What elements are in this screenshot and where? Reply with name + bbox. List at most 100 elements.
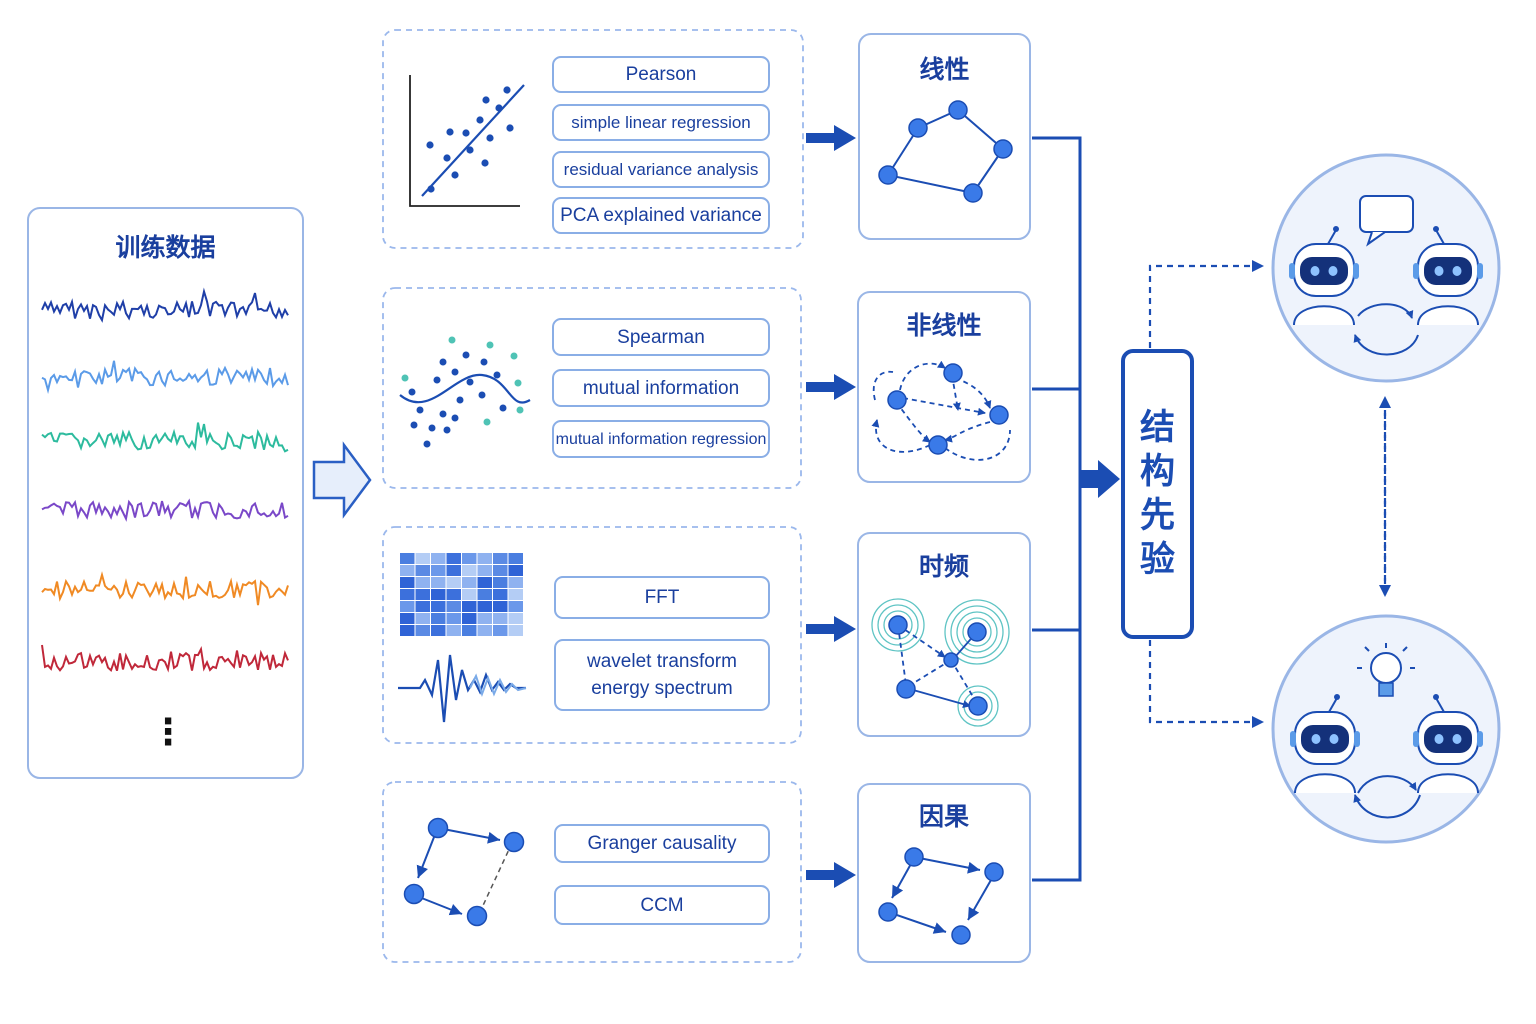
robot-antenna <box>1433 694 1439 700</box>
heatmap-cell <box>493 589 508 600</box>
robot-visor <box>1424 257 1472 285</box>
robot-agent-icon <box>1413 226 1483 326</box>
linear-graph-icon <box>878 100 1013 203</box>
training-series-1 <box>41 287 289 323</box>
heatmap-cell <box>415 625 430 636</box>
heatmap-cell <box>493 613 508 624</box>
nonlinear-scatter-icon <box>399 336 531 448</box>
method-wavelet: wavelet transform <box>587 651 737 672</box>
method-pca: PCA explained variance <box>552 197 770 234</box>
heatmap-cell <box>493 553 508 564</box>
heatmap-cell <box>477 613 492 624</box>
method-residual-variance: residual variance analysis <box>552 151 770 188</box>
lightbulb-icon <box>1357 643 1415 697</box>
heatmap-cell <box>462 553 477 564</box>
robot-antenna <box>1433 226 1439 232</box>
robot-eye <box>1452 734 1462 744</box>
robot-ear <box>1354 731 1360 747</box>
category-box-linear <box>858 33 1031 240</box>
heatmap-cell <box>431 625 446 636</box>
robot-ear <box>1413 263 1419 279</box>
robot-agent-icon <box>1290 694 1360 794</box>
heatmap-cell <box>431 589 446 600</box>
robot-ear <box>1290 731 1296 747</box>
causal-category-graph-icon <box>878 847 1004 945</box>
speech-bubble-icon <box>1359 195 1414 233</box>
heatmap-cell <box>493 601 508 612</box>
robot-ear <box>1353 263 1359 279</box>
robot-part <box>1435 697 1445 713</box>
input-arrow <box>312 441 372 519</box>
robot-body <box>1293 305 1355 326</box>
heatmap-cell <box>462 565 477 576</box>
robot-agent-icon <box>1289 226 1359 326</box>
method-wavelet-box: wavelet transform energy spectrum <box>554 639 770 711</box>
heatmap-cell <box>446 613 461 624</box>
heatmap-cell <box>508 625 523 636</box>
agent-circle-top <box>1271 153 1501 383</box>
method-fft: FFT <box>554 576 770 619</box>
nonlinear-graph-icon <box>871 360 1011 461</box>
robot-eye <box>1434 266 1444 276</box>
heatmap-cell <box>477 601 492 612</box>
prior-char-1: 结 <box>1139 408 1175 448</box>
robot-eye <box>1329 734 1339 744</box>
method-pearson: Pearson <box>552 56 770 93</box>
robot-agent-icon <box>1413 694 1483 794</box>
training-series-group <box>41 287 289 673</box>
robot-eye <box>1311 734 1321 744</box>
prior-to-agents-dashed-arrows <box>1148 260 1391 728</box>
prior-char-2: 构 <box>1139 452 1175 492</box>
robot-ear <box>1477 263 1483 279</box>
heatmap-cell <box>462 589 477 600</box>
training-series-4 <box>41 498 289 522</box>
heatmap-cell <box>446 565 461 576</box>
category-title-timefreq: 时频 <box>918 552 969 581</box>
heatmap-cell <box>400 613 415 624</box>
training-series-2 <box>41 360 289 395</box>
robot-eye <box>1328 266 1338 276</box>
training-data-panel <box>27 207 304 779</box>
heatmap-cell <box>477 589 492 600</box>
heatmap-cell <box>446 625 461 636</box>
heatmap-cell <box>431 613 446 624</box>
category-title-causal: 因果 <box>918 802 969 831</box>
spectrogram-heatmap-icon <box>400 553 523 636</box>
heatmap-cell <box>415 613 430 624</box>
robot-antenna <box>1333 226 1339 232</box>
heatmap-cell <box>462 601 477 612</box>
heatmap-cell <box>508 553 523 564</box>
training-data-title: 训练数据 <box>115 233 216 262</box>
heatmap-cell <box>508 601 523 612</box>
prior-char-4: 验 <box>1139 540 1175 580</box>
wavelet-signal-icon <box>398 654 526 723</box>
series-ellipsis: ⋮ <box>150 712 186 753</box>
robot-part <box>1327 229 1337 245</box>
heatmap-cell <box>415 589 430 600</box>
heatmap-cell <box>446 577 461 588</box>
robot-visor <box>1301 725 1349 753</box>
heatmap-cell <box>415 577 430 588</box>
category-title-nonlinear: 非线性 <box>906 311 982 340</box>
training-series-5 <box>41 571 289 606</box>
heatmap-cell <box>493 625 508 636</box>
heatmap-cell <box>415 601 430 612</box>
heatmap-cell <box>477 565 492 576</box>
robot-body <box>1417 773 1479 794</box>
robot-eye <box>1434 734 1444 744</box>
heatmap-cell <box>462 613 477 624</box>
scatter-plot-icon <box>409 75 525 207</box>
heatmap-cell <box>508 613 523 624</box>
training-series-6 <box>41 644 289 673</box>
heatmap-cell <box>400 601 415 612</box>
heatmap-cell <box>431 601 446 612</box>
timefreq-graph-icon <box>871 598 1010 727</box>
method-energy-spectrum: energy spectrum <box>591 678 733 699</box>
heatmap-cell <box>400 577 415 588</box>
method-to-category-arrows <box>806 125 856 888</box>
prior-char-3: 先 <box>1139 496 1175 536</box>
category-bracket-connector <box>1032 136 1082 882</box>
heatmap-cell <box>477 577 492 588</box>
category-title-linear: 线性 <box>919 55 970 84</box>
